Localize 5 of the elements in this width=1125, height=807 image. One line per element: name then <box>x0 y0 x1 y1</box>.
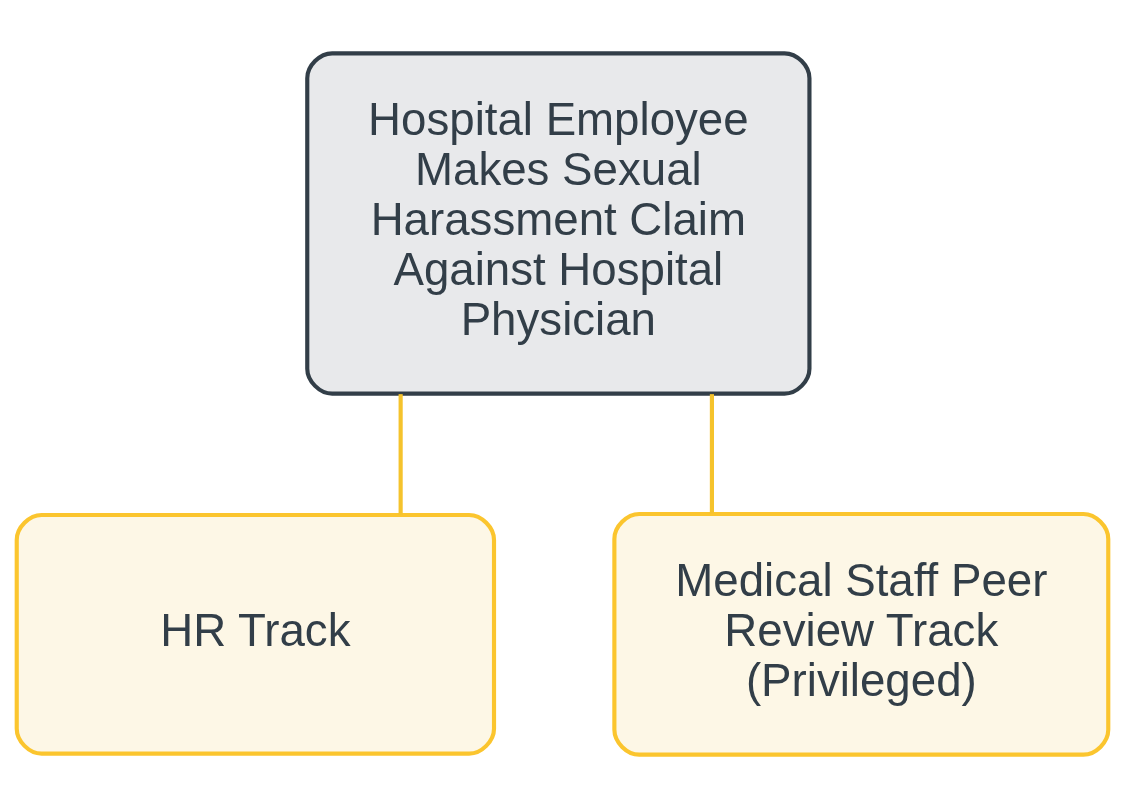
connector <box>398 393 403 515</box>
connector <box>709 393 714 514</box>
node-box: Medical Staff Peer Review Track (Privileged) <box>612 511 1111 757</box>
node-box: Hospital Employee Makes Sexual Harassment Claim Against Hospital Physician <box>305 50 812 396</box>
node-box: HR Track <box>14 512 497 756</box>
